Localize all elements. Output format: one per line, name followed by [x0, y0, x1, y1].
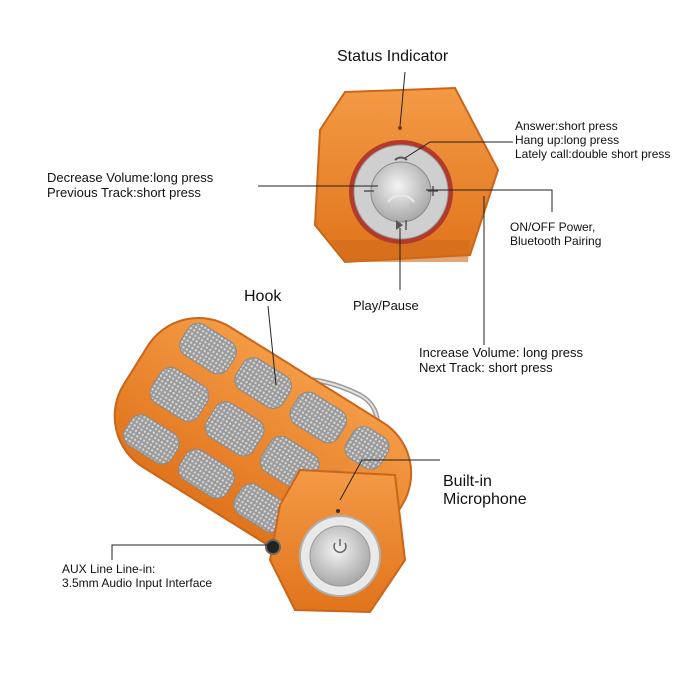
microphone-hole — [336, 509, 340, 513]
power-label: ON/OFF Power, Bluetooth Pairing — [510, 220, 602, 249]
call-hangup-line: Hang up:long press — [515, 132, 620, 147]
decrease-volume-label: Decrease Volume:long press Previous Trac… — [47, 170, 214, 201]
power-icon — [333, 539, 347, 553]
aux-label: AUX Line Line-in: 3.5mm Audio Input Inte… — [62, 562, 213, 591]
phone-icon — [394, 156, 408, 161]
speaker-end-cap — [313, 86, 500, 264]
aux-line-2: 3.5mm Audio Input Interface — [62, 575, 213, 590]
previous-track-line: Previous Track:short press — [47, 184, 201, 200]
speaker-body — [113, 316, 413, 614]
decrease-volume-line: Decrease Volume:long press — [47, 170, 214, 185]
leader-lines — [111, 71, 553, 560]
status-indicator-label: Status Indicator — [337, 48, 449, 65]
pairing-line: Bluetooth Pairing — [510, 233, 602, 248]
increase-volume-label: Increase Volume: long press Next Track: … — [419, 345, 584, 376]
microphone-line-2: Microphone — [443, 491, 527, 509]
call-controls-label: Answer:short press Hang up:long press La… — [515, 119, 671, 161]
microphone-line-1: Built-in — [443, 473, 492, 490]
plus-icon — [428, 186, 438, 196]
play-pause-icon — [396, 220, 407, 230]
microphone-label: Built-in Microphone — [443, 473, 527, 510]
status-indicator-led — [398, 126, 402, 130]
increase-volume-line: Increase Volume: long press — [419, 345, 584, 360]
aux-line-1: AUX Line Line-in: — [62, 562, 156, 576]
power-line: ON/OFF Power, — [510, 220, 596, 234]
play-pause-label: Play/Pause — [353, 298, 419, 313]
aux-jack — [265, 539, 281, 555]
speaker-front-cap — [265, 468, 407, 614]
call-answer-line: Answer:short press — [515, 119, 618, 133]
next-track-line: Next Track: short press — [419, 359, 553, 375]
hook-label: Hook — [244, 288, 282, 305]
call-lately-line: Lately call:double short press — [515, 146, 671, 161]
